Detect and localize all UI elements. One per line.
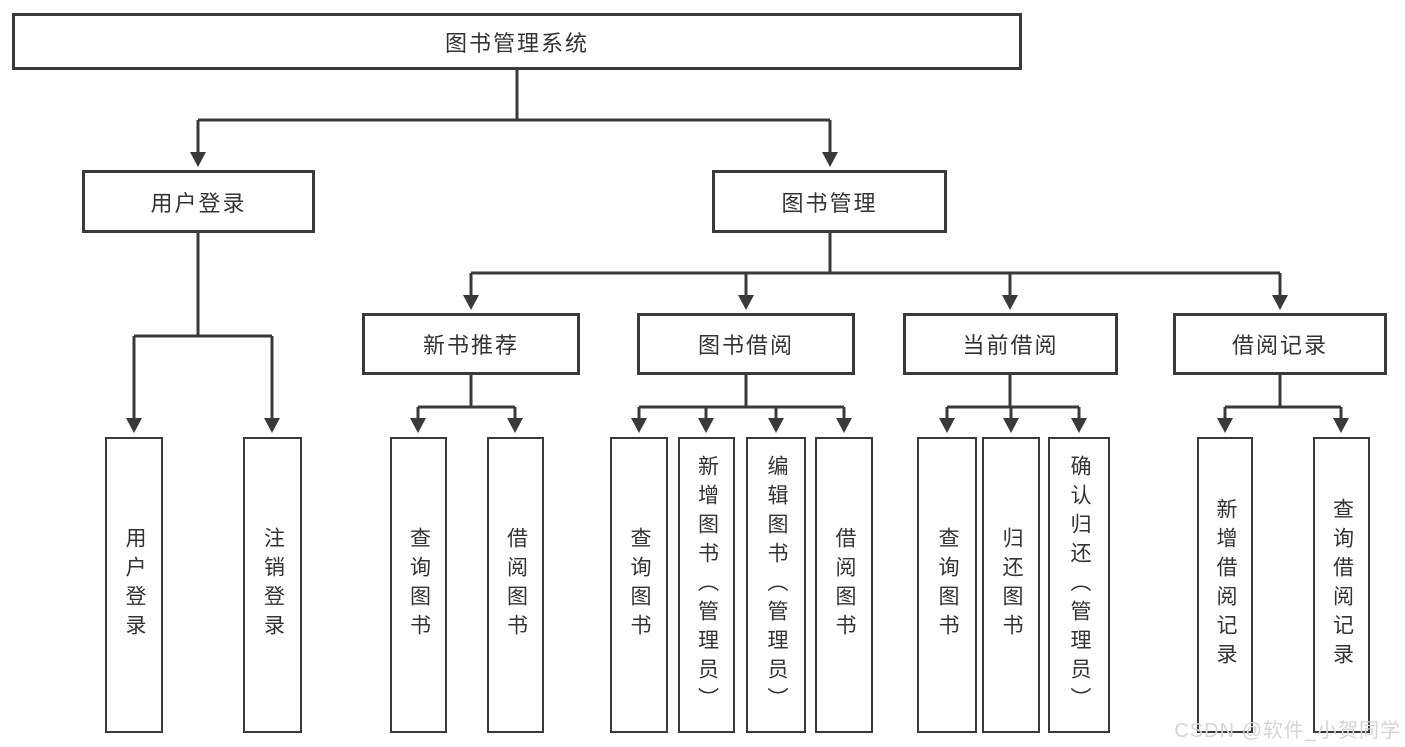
leaf-borrow-books: 借阅图书 bbox=[815, 437, 873, 733]
leaf-add-borrow-record: 新增借阅记录 bbox=[1197, 437, 1253, 733]
leaf-return-books: 归还图书 bbox=[982, 437, 1040, 733]
leaf-confirm-return-admin: 确认归还（管理员） bbox=[1048, 437, 1110, 733]
leaf-borrow-books-recommend: 借阅图书 bbox=[487, 437, 544, 733]
leaf-query-books-current: 查询图书 bbox=[917, 437, 977, 733]
leaf-user-login: 用户登录 bbox=[105, 437, 163, 733]
leaf-add-books-admin: 新增图书（管理员） bbox=[678, 437, 735, 733]
leaf-logout: 注销登录 bbox=[243, 437, 302, 733]
leaf-query-borrow-record: 查询借阅记录 bbox=[1313, 437, 1370, 733]
leaf-query-books-recommend: 查询图书 bbox=[390, 437, 447, 733]
node-library-system: 图书管理系统 bbox=[12, 13, 1022, 70]
node-user-login: 用户登录 bbox=[82, 170, 315, 233]
node-book-borrow: 图书借阅 bbox=[637, 313, 855, 375]
leaf-query-books-borrow: 查询图书 bbox=[610, 437, 668, 733]
connector-arrowheads bbox=[126, 152, 1349, 433]
node-book-management: 图书管理 bbox=[712, 170, 947, 233]
csdn-watermark: CSDN @软件_小贺同学 bbox=[1174, 720, 1401, 742]
leaf-edit-books-admin: 编辑图书（管理员） bbox=[746, 437, 806, 733]
node-borrow-records: 借阅记录 bbox=[1173, 313, 1387, 375]
node-new-book-recommend: 新书推荐 bbox=[362, 313, 580, 375]
node-current-borrow: 当前借阅 bbox=[903, 313, 1118, 375]
